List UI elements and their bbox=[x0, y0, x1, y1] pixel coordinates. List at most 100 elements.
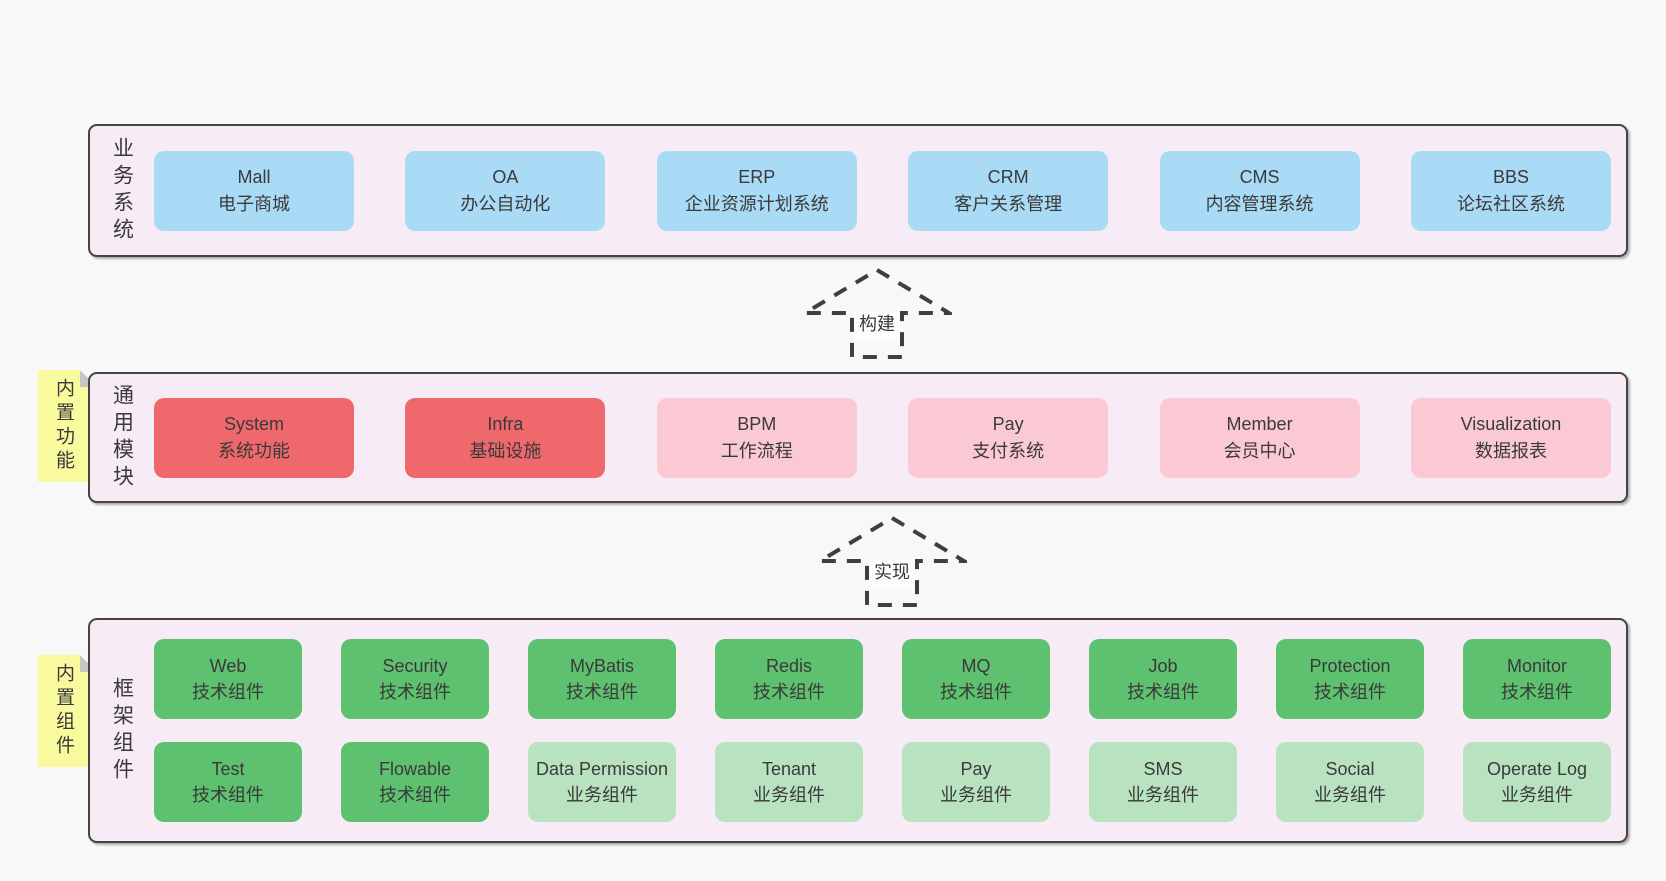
node-title: Data Permission bbox=[535, 758, 669, 779]
implement-arrow-label: 实现 bbox=[874, 562, 910, 582]
node-data-permission: Data Permission 业务组件 bbox=[528, 742, 676, 822]
node-pay-business: Pay 业务组件 bbox=[902, 742, 1050, 822]
common-modules-boxes: System 系统功能 Infra 基础设施 BPM 工作流程 Pay 支付系统… bbox=[154, 374, 1626, 501]
node-subtitle: 技术组件 bbox=[566, 682, 638, 702]
node-subtitle: 技术组件 bbox=[1127, 682, 1199, 702]
node-subtitle: 工作流程 bbox=[720, 440, 793, 461]
node-flowable: Flowable 技术组件 bbox=[341, 742, 489, 822]
band-label-framework-components: 框架组件 bbox=[110, 676, 134, 785]
node-social: Social 业务组件 bbox=[1276, 742, 1424, 822]
band-business-systems: 业务系统 Mall 电子商城 OA 办公自动化 ERP 企业资源计划系统 CRM… bbox=[88, 124, 1628, 257]
band-framework-components: 框架组件 Web 技术组件 Security 技术组件 MyBatis 技术组件… bbox=[88, 618, 1628, 843]
node-subtitle: 业务组件 bbox=[753, 785, 825, 805]
node-job: Job 技术组件 bbox=[1089, 639, 1237, 719]
node-subtitle: 技术组件 bbox=[1501, 682, 1573, 702]
node-title: Pay bbox=[960, 758, 992, 779]
node-title: Tenant bbox=[761, 758, 817, 779]
sticky-note-text: 内置功能 bbox=[53, 378, 74, 474]
node-protection: Protection 技术组件 bbox=[1276, 639, 1424, 719]
node-title: ERP bbox=[738, 167, 776, 188]
node-redis: Redis 技术组件 bbox=[715, 639, 863, 719]
node-subtitle: 基础设施 bbox=[469, 440, 542, 461]
dashed-up-arrow-icon: 实现 bbox=[812, 515, 972, 607]
node-subtitle: 业务组件 bbox=[1127, 785, 1199, 805]
node-subtitle: 企业资源计划系统 bbox=[684, 193, 829, 214]
node-title: Flowable bbox=[378, 758, 452, 779]
node-subtitle: 业务组件 bbox=[1314, 785, 1386, 805]
node-subtitle: 数据报表 bbox=[1474, 440, 1547, 461]
node-monitor: Monitor 技术组件 bbox=[1463, 639, 1611, 719]
framework-components-row-1: Web 技术组件 Security 技术组件 MyBatis 技术组件 Redi… bbox=[154, 639, 1611, 719]
node-title: Pay bbox=[992, 414, 1024, 435]
node-title: Job bbox=[1148, 655, 1178, 676]
node-operate-log: Operate Log 业务组件 bbox=[1463, 742, 1611, 822]
build-arrow-label: 构建 bbox=[859, 314, 895, 334]
node-subtitle: 业务组件 bbox=[566, 785, 638, 805]
node-subtitle: 技术组件 bbox=[379, 682, 451, 702]
node-subtitle: 内容管理系统 bbox=[1205, 193, 1314, 214]
node-subtitle: 技术组件 bbox=[1314, 682, 1386, 702]
node-title: MyBatis bbox=[569, 655, 634, 676]
node-subtitle: 业务组件 bbox=[1501, 785, 1573, 805]
node-member: Member 会员中心 bbox=[1159, 397, 1360, 478]
band-label-business-systems: 业务系统 bbox=[110, 136, 134, 245]
node-title: SMS bbox=[1143, 758, 1183, 779]
node-title: Protection bbox=[1309, 655, 1391, 676]
node-bbs: BBS 论坛社区系统 bbox=[1410, 150, 1611, 231]
node-subtitle: 办公自动化 bbox=[460, 193, 551, 214]
node-infra: Infra 基础设施 bbox=[405, 397, 606, 478]
node-subtitle: 客户关系管理 bbox=[954, 193, 1063, 214]
node-security: Security 技术组件 bbox=[341, 639, 489, 719]
node-title: MQ bbox=[961, 655, 991, 676]
node-title: CRM bbox=[987, 167, 1029, 188]
node-mybatis: MyBatis 技术组件 bbox=[528, 639, 676, 719]
node-title: Member bbox=[1226, 414, 1293, 435]
node-web: Web 技术组件 bbox=[154, 639, 302, 719]
node-visualization: Visualization 数据报表 bbox=[1410, 397, 1611, 478]
framework-components-row-2: Test 技术组件 Flowable 技术组件 Data Permission … bbox=[154, 742, 1611, 822]
node-subtitle: 业务组件 bbox=[940, 785, 1012, 805]
build-arrow: 构建 bbox=[797, 266, 957, 365]
node-title: BBS bbox=[1492, 167, 1529, 188]
node-erp: ERP 企业资源计划系统 bbox=[656, 150, 857, 231]
node-subtitle: 支付系统 bbox=[972, 440, 1045, 461]
sticky-note-text: 内置组件 bbox=[53, 663, 74, 759]
band-common-modules: 通用模块 System 系统功能 Infra 基础设施 BPM 工作流程 Pay… bbox=[88, 372, 1628, 503]
node-subtitle: 技术组件 bbox=[192, 682, 264, 702]
node-oa: OA 办公自动化 bbox=[405, 150, 606, 231]
node-subtitle: 系统功能 bbox=[218, 440, 290, 461]
node-subtitle: 会员中心 bbox=[1223, 440, 1296, 461]
node-system: System 系统功能 bbox=[154, 397, 354, 478]
implement-arrow: 实现 bbox=[812, 514, 972, 613]
business-systems-boxes: Mall 电子商城 OA 办公自动化 ERP 企业资源计划系统 CRM 客户关系… bbox=[154, 126, 1626, 255]
node-mq: MQ 技术组件 bbox=[902, 639, 1050, 719]
node-title: CMS bbox=[1239, 167, 1280, 188]
framework-components-rows: Web 技术组件 Security 技术组件 MyBatis 技术组件 Redi… bbox=[154, 620, 1626, 841]
node-title: OA bbox=[492, 167, 519, 188]
node-title: Infra bbox=[487, 414, 524, 435]
node-sms: SMS 业务组件 bbox=[1089, 742, 1237, 822]
node-subtitle: 技术组件 bbox=[940, 682, 1012, 702]
node-crm: CRM 客户关系管理 bbox=[908, 150, 1109, 231]
node-subtitle: 技术组件 bbox=[753, 682, 825, 702]
node-title: Visualization bbox=[1460, 414, 1562, 435]
node-title: Security bbox=[382, 655, 448, 676]
node-title: BPM bbox=[737, 414, 777, 435]
node-title: Test bbox=[211, 758, 245, 779]
node-pay: Pay 支付系统 bbox=[908, 397, 1109, 478]
node-test: Test 技术组件 bbox=[154, 742, 302, 822]
node-subtitle: 论坛社区系统 bbox=[1456, 193, 1565, 214]
node-subtitle: 电子商城 bbox=[218, 193, 290, 214]
node-cms: CMS 内容管理系统 bbox=[1159, 150, 1360, 231]
band-label-common-modules: 通用模块 bbox=[110, 383, 134, 492]
sticky-note-builtin-features: 内置功能 bbox=[38, 370, 97, 482]
node-mall: Mall 电子商城 bbox=[154, 150, 354, 231]
node-tenant: Tenant 业务组件 bbox=[715, 742, 863, 822]
node-title: Redis bbox=[765, 655, 813, 676]
node-subtitle: 技术组件 bbox=[379, 785, 451, 805]
node-title: Monitor bbox=[1506, 655, 1568, 676]
node-title: Operate Log bbox=[1486, 758, 1588, 779]
node-title: System bbox=[223, 414, 284, 435]
node-bpm: BPM 工作流程 bbox=[656, 397, 857, 478]
